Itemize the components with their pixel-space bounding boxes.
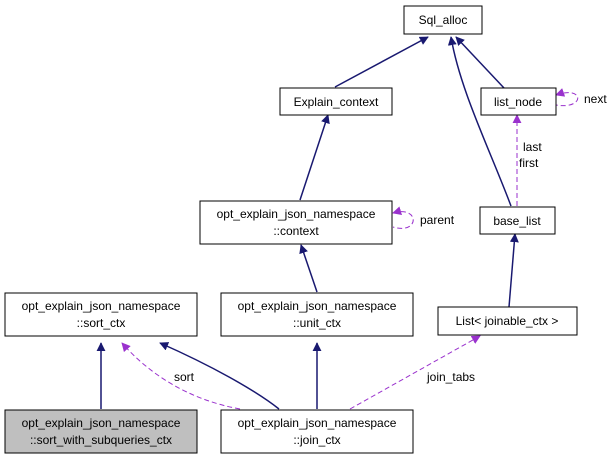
node-context-label-1: opt_explain_json_namespace xyxy=(217,207,376,221)
node-sort-ctx-label-1: opt_explain_json_namespace xyxy=(22,299,181,313)
node-sql-alloc[interactable]: Sql_alloc xyxy=(403,5,483,35)
edge-list-node-to-sql-alloc xyxy=(455,36,505,89)
edge-labels: next last first parent sort join_tabs xyxy=(174,92,607,384)
label-parent: parent xyxy=(420,213,455,227)
node-base-list[interactable]: base_list xyxy=(479,206,556,235)
node-sort-with-subqueries-ctx-label-1: opt_explain_json_namespace xyxy=(22,416,181,430)
node-explain-context-label: Explain_context xyxy=(294,95,379,109)
node-unit-ctx-label-2: ::unit_ctx xyxy=(293,316,341,330)
edge-context-to-explain-context xyxy=(299,114,330,201)
edge-list-node-next-self xyxy=(555,88,579,107)
node-sort-ctx[interactable]: opt_explain_json_namespace ::sort_ctx xyxy=(4,292,198,337)
node-join-ctx[interactable]: opt_explain_json_namespace ::join_ctx xyxy=(220,409,414,454)
edge-base-list-to-sql-alloc xyxy=(447,36,512,207)
node-unit-ctx[interactable]: opt_explain_json_namespace ::unit_ctx xyxy=(220,292,414,337)
node-explain-context[interactable]: Explain_context xyxy=(279,87,393,116)
usage-edges xyxy=(121,88,579,410)
edge-explain-context-to-sql-alloc xyxy=(334,36,429,88)
node-list-joinable-ctx-label: List< joinable_ctx > xyxy=(456,314,559,328)
node-context[interactable]: opt_explain_json_namespace ::context xyxy=(199,200,393,245)
node-sort-ctx-label-2: ::sort_ctx xyxy=(77,316,126,330)
label-next: next xyxy=(584,92,607,106)
node-sql-alloc-label: Sql_alloc xyxy=(419,13,468,27)
node-unit-ctx-label-1: opt_explain_json_namespace xyxy=(238,299,397,313)
node-join-ctx-label-1: opt_explain_json_namespace xyxy=(238,416,397,430)
label-sort: sort xyxy=(174,370,195,384)
node-sort-with-subqueries-ctx[interactable]: opt_explain_json_namespace ::sort_with_s… xyxy=(4,409,198,454)
edge-unit-ctx-to-context xyxy=(299,244,318,293)
node-context-label-2: ::context xyxy=(273,224,319,238)
node-list-node[interactable]: list_node xyxy=(480,87,557,116)
label-join-tabs: join_tabs xyxy=(426,370,475,384)
node-base-list-label: base_list xyxy=(493,214,541,228)
label-last: last xyxy=(523,140,542,154)
node-list-joinable-ctx[interactable]: List< joinable_ctx > xyxy=(437,306,578,336)
edge-join-ctx-to-list-joinable xyxy=(349,335,481,410)
inheritance-edges xyxy=(96,36,519,410)
label-first: first xyxy=(519,156,539,170)
edge-join-ctx-to-sort-ctx-usage xyxy=(121,342,241,410)
edge-list-joinable-to-base-list xyxy=(508,233,519,308)
node-join-ctx-label-2: ::join_ctx xyxy=(293,433,340,447)
edge-join-ctx-to-sort-ctx xyxy=(159,342,280,410)
edge-context-parent-self xyxy=(392,206,414,229)
node-sort-with-subqueries-ctx-label-2: ::sort_with_subqueries_ctx xyxy=(30,433,172,447)
node-list-node-label: list_node xyxy=(494,95,542,109)
